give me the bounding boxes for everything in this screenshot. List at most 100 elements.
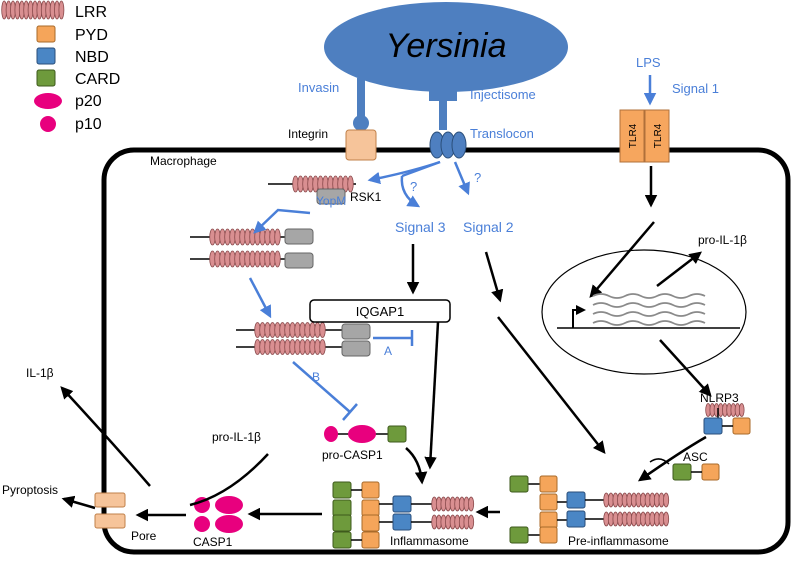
iqgap1-box: [309, 299, 451, 323]
asc-curve: [649, 458, 670, 465]
preinf-nbd-1: [566, 491, 586, 509]
legend-lrr-swatch: [1, 0, 65, 20]
macrophage-cell-outline: [101, 147, 791, 555]
lrr-bead: [468, 514, 475, 530]
inf-nbd-2: [392, 513, 412, 531]
legend-nbd-swatch: [36, 47, 56, 65]
rsk1-box-iqgap-1: [341, 323, 371, 340]
nlrp3-asc-to-preinflammasome-arrow: [637, 435, 707, 482]
inhibition-b-bar: [342, 403, 358, 421]
nlrp3-pyd: [732, 417, 751, 435]
inhibition-b-label: B: [312, 370, 320, 384]
tlr4-receptor-left: [619, 109, 645, 163]
preinf-pyd-4: [539, 526, 558, 544]
tlr4-receptor-right: [644, 109, 670, 163]
integrin-receptor: [345, 129, 377, 161]
pro-il1b-to-il1b-arrow: [62, 388, 269, 507]
invasin-head: [353, 115, 369, 131]
tlr4-label-right: TLR4: [653, 123, 664, 148]
legend-p20-label: p20: [75, 93, 102, 110]
legend-p10-label: p10: [75, 116, 102, 133]
asc-pyd: [701, 463, 720, 481]
translocon-label: Translocon: [470, 126, 534, 141]
tlr4-label-left: TLR4: [628, 123, 639, 148]
signal3-label: Signal 3: [395, 219, 446, 235]
pro-casp1-p20: [348, 425, 376, 443]
yopm-to-rsk-arrow: [253, 208, 311, 234]
invasin-label: Invasin: [298, 80, 339, 95]
nucleus: [541, 249, 747, 375]
preinf-pyd-3: [539, 511, 558, 529]
signal3-question: ?: [410, 179, 417, 194]
signal2-label: Signal 2: [463, 219, 514, 235]
promoter-arrow: [572, 305, 586, 328]
injectisome-needle: [439, 100, 447, 130]
translocon-to-signal2-arrow: [453, 161, 470, 196]
preinf-nbd-2: [566, 510, 586, 528]
invasin-stalk: [357, 78, 365, 124]
signal1-label: Signal 1: [672, 81, 719, 96]
nlrp3-nbd: [703, 417, 723, 435]
lrr-bead: [274, 228, 281, 246]
rsk1-box-pair-2: [284, 252, 314, 269]
asc-card: [672, 463, 692, 481]
iqgap1-label: IQGAP1: [356, 304, 404, 319]
rsk-to-iqgap-arrow: [248, 277, 272, 319]
inf-nbd-1: [392, 495, 412, 513]
casp1-label: CASP1: [193, 535, 233, 549]
inf-pyd-4: [361, 531, 380, 549]
preinf-card-bottom: [509, 526, 529, 544]
lrr-bead: [58, 0, 65, 20]
signal2-question: ?: [474, 170, 481, 185]
lrr-bead: [663, 492, 670, 508]
legend-pyd-label: PYD: [75, 27, 108, 44]
inf-pyd-3: [361, 514, 380, 532]
inf-card-3: [332, 514, 352, 532]
integrin-label: Integrin: [288, 127, 328, 141]
legend-lrr-label: LRR: [75, 4, 107, 21]
inhibition-b-line: [292, 361, 351, 413]
pore-top: [94, 492, 126, 508]
pore-bottom: [94, 513, 126, 529]
inf-card-2: [332, 499, 352, 517]
pyroptosis-label: Pyroptosis: [2, 483, 58, 497]
inf-pyd-2: [361, 499, 380, 517]
rsk1-box-iqgap-2: [341, 340, 371, 357]
legend: LRR PYD NBD CARD p20 p10: [1, 0, 120, 133]
pro-casp1-p10: [324, 426, 338, 442]
lrr-bead: [274, 250, 281, 268]
preinf-pyd-2: [539, 493, 558, 511]
lrr-bead: [663, 511, 670, 527]
yersinia-bacterium: [324, 2, 568, 92]
injectisome-label: Injectisome: [470, 87, 536, 102]
inf-card-4: [332, 531, 352, 549]
legend-p20-swatch: [34, 93, 62, 109]
nlrp3-label: NLRP3: [700, 391, 739, 405]
mrna-transcripts: [592, 293, 706, 326]
asc-label: ASC: [683, 450, 708, 464]
rsk1-label: RSK1: [350, 190, 382, 204]
lrr-bead: [347, 175, 354, 193]
preinf-pyd-1: [539, 475, 558, 493]
pro-il1b-label-bottom: pro-IL-1β: [212, 430, 261, 444]
pro-casp1-label: pro-CASP1: [322, 448, 383, 462]
legend-p10-swatch: [40, 116, 56, 132]
legend-card-swatch: [36, 69, 56, 87]
legend-pyd-swatch: [36, 25, 56, 43]
pro-casp1-card: [387, 425, 407, 443]
inf-pyd-1: [361, 481, 380, 499]
lrr-bead: [319, 339, 326, 355]
rsk1-box-top: [316, 188, 346, 205]
tlr4-to-nucleus-arrow-2: [589, 221, 655, 298]
yersinia-label: Yersinia: [386, 27, 507, 65]
inflammasome-complex: [332, 481, 475, 549]
lrr-bead: [319, 322, 326, 338]
macrophage-label: Macrophage: [150, 154, 217, 168]
pro-il1b-label-top: pro-IL-1β: [698, 233, 747, 247]
il1b-label: IL-1β: [26, 366, 54, 380]
pore-to-pyroptosis-arrow: [61, 495, 96, 510]
legend-nbd-label: NBD: [75, 49, 109, 66]
inf-card-1: [332, 481, 352, 499]
